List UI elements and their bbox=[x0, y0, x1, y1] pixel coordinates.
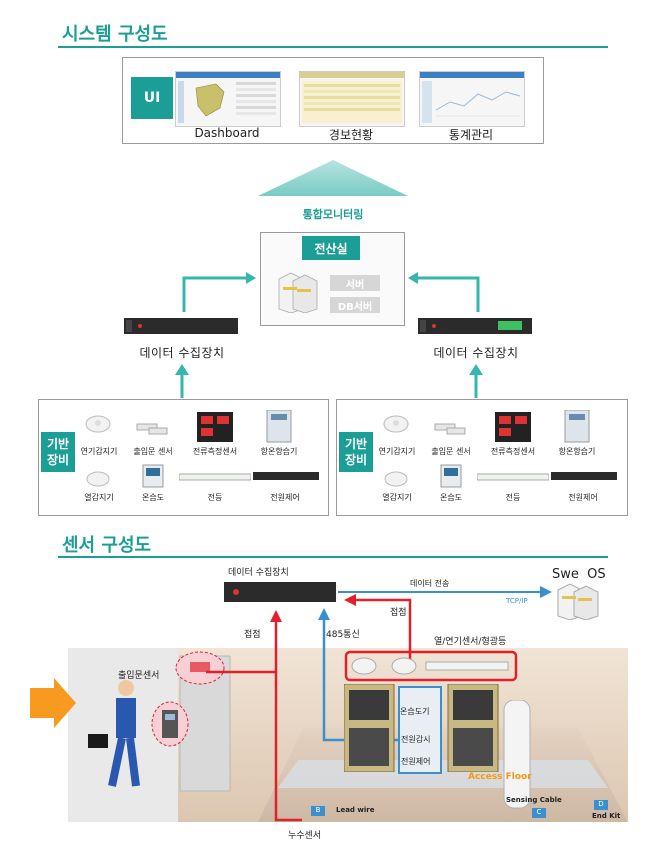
power-monitor-label: 전원감시 bbox=[401, 735, 431, 744]
server-icon bbox=[278, 272, 318, 313]
device-door-label: 출입문 센서 bbox=[133, 447, 173, 456]
statistics-label: 통계관리 bbox=[448, 128, 494, 142]
tag-c: C bbox=[532, 808, 546, 818]
rs485-label: 485통신 bbox=[326, 630, 360, 640]
monitor-rack bbox=[398, 686, 442, 774]
access-reader-icon bbox=[151, 701, 189, 747]
dashboard-label: Dashboard bbox=[194, 126, 260, 140]
device-power-label: 전원제어 bbox=[270, 493, 300, 502]
device-lamp-label: 전등 bbox=[505, 493, 521, 502]
infra-badge-left: 기반 장비 bbox=[41, 432, 75, 472]
alarm-status-thumbnail bbox=[299, 71, 405, 127]
door-sensor-icon bbox=[434, 423, 466, 435]
contact-left-label: 접점 bbox=[244, 630, 261, 640]
device-current-label: 전류측정센서 bbox=[192, 447, 238, 456]
server-tag: 서버 bbox=[330, 275, 380, 291]
device-hvac-label: 항온항습기 bbox=[260, 447, 298, 456]
statistics-thumbnail bbox=[419, 71, 525, 127]
data-transfer-label: 데이터 전송 bbox=[410, 579, 450, 588]
alarm-screenshot-icon bbox=[300, 72, 404, 123]
temp-humidity-icon bbox=[440, 464, 462, 488]
device-thermo-label: 온습도 bbox=[439, 493, 463, 502]
smoke-detector-icon bbox=[383, 415, 409, 433]
door-sensor-label: 출입문센서 bbox=[118, 671, 160, 681]
contact-top-label: 접점 bbox=[390, 608, 407, 618]
infra-box-right: 기반 장비 연기감지기 출입문 센서 전류측정센서 항온항습기 열감지기 온습도… bbox=[336, 399, 628, 516]
sensor-collector-label: 데이터 수집장치 bbox=[228, 568, 289, 578]
alarm-status-label: 경보현황 bbox=[328, 128, 374, 142]
access-floor-label: Access Floor bbox=[468, 772, 532, 782]
data-collector-left-label: 데이터 수집장치 bbox=[139, 346, 225, 360]
infra-box-left: 기반 장비 연기감지기 출입문 센서 전류측정센서 항온항습기 열감지기 온습도… bbox=[38, 399, 329, 516]
infra-badge-right: 기반 장비 bbox=[339, 432, 373, 472]
device-smoke-label: 연기감지기 bbox=[378, 447, 416, 456]
device-lamp-label: 전등 bbox=[207, 493, 223, 502]
tag-b: B bbox=[311, 806, 325, 816]
sensor-data-collector-icon bbox=[224, 582, 336, 602]
monitoring-arrow-icon bbox=[258, 160, 408, 196]
data-collector-right-label: 데이터 수집장치 bbox=[433, 346, 519, 360]
end-kit-label: End Kit bbox=[592, 812, 621, 820]
sensor-section-title: 센서 구성도 bbox=[62, 535, 152, 556]
device-current-label: 전류측정센서 bbox=[490, 447, 536, 456]
data-transfer-arrow bbox=[338, 586, 552, 598]
protocol-label: TCP/IP bbox=[506, 597, 528, 605]
dashboard-screenshot-icon bbox=[176, 72, 280, 123]
lead-wire-label: Lead wire bbox=[336, 806, 375, 814]
heat-detector-icon bbox=[384, 471, 408, 487]
person-icon bbox=[88, 680, 140, 787]
device-power-label: 전원제어 bbox=[568, 493, 598, 502]
door-sensor-highlight-icon bbox=[175, 651, 225, 685]
remote-server-icon bbox=[557, 583, 599, 620]
heat-detector-icon bbox=[86, 471, 110, 487]
device-thermo-label: 온습도 bbox=[141, 493, 165, 502]
server-racks-icon bbox=[344, 684, 499, 772]
system-section-title: 시스템 구성도 bbox=[62, 24, 168, 45]
current-sensor-icon bbox=[495, 412, 531, 442]
sensing-cable-label: Sensing Cable bbox=[506, 796, 562, 804]
server-room-badge: 전산실 bbox=[302, 236, 360, 260]
device-heat-label: 열감지기 bbox=[382, 493, 412, 502]
device-heat-label: 열감지기 bbox=[84, 493, 114, 502]
smoke-detector-icon bbox=[85, 415, 111, 433]
power-controller-icon bbox=[551, 472, 617, 480]
dashboard-thumbnail bbox=[175, 71, 281, 127]
temp-humidity-device-label: 온습도기 bbox=[400, 707, 430, 716]
statistics-screenshot-icon bbox=[420, 72, 524, 123]
door-sensor-icon bbox=[136, 423, 168, 435]
device-smoke-label: 연기감지기 bbox=[80, 447, 118, 456]
ui-box: UI Dashboard 경보현황 bbox=[122, 57, 544, 144]
power-controller-icon bbox=[253, 472, 319, 480]
lamp-icon bbox=[179, 473, 251, 481]
ceiling-sensors-icon bbox=[351, 657, 509, 675]
thermo-hygrostat-icon bbox=[564, 410, 590, 443]
lamp-icon bbox=[477, 473, 549, 481]
current-sensor-icon bbox=[197, 412, 233, 442]
power-control-label: 전원제어 bbox=[401, 757, 431, 766]
data-collector-left-icon bbox=[124, 318, 238, 334]
ui-badge: UI bbox=[131, 77, 173, 119]
temp-humidity-icon bbox=[142, 464, 164, 488]
db-server-tag: DB서버 bbox=[330, 297, 380, 313]
tag-d: D bbox=[594, 800, 608, 810]
swe-os-label: Swe OS bbox=[552, 567, 606, 582]
monitoring-label: 통합모니터링 bbox=[302, 208, 364, 221]
sensor-title-rule bbox=[58, 556, 608, 558]
system-title-rule bbox=[58, 46, 608, 48]
cooling-unit-icon bbox=[503, 700, 531, 809]
entry-arrow-icon bbox=[30, 678, 76, 728]
device-hvac-label: 항온항습기 bbox=[558, 447, 596, 456]
data-collector-right-icon bbox=[418, 318, 532, 334]
server-room-box: 전산실 서버 DB서버 bbox=[260, 232, 405, 326]
heat-smoke-label: 열/연기센서/형광등 bbox=[434, 637, 507, 647]
connection-arrows bbox=[175, 272, 483, 398]
thermo-hygrostat-icon bbox=[266, 410, 292, 443]
device-door-label: 출입문 센서 bbox=[431, 447, 471, 456]
leak-sensor-label: 누수센서 bbox=[288, 831, 322, 841]
